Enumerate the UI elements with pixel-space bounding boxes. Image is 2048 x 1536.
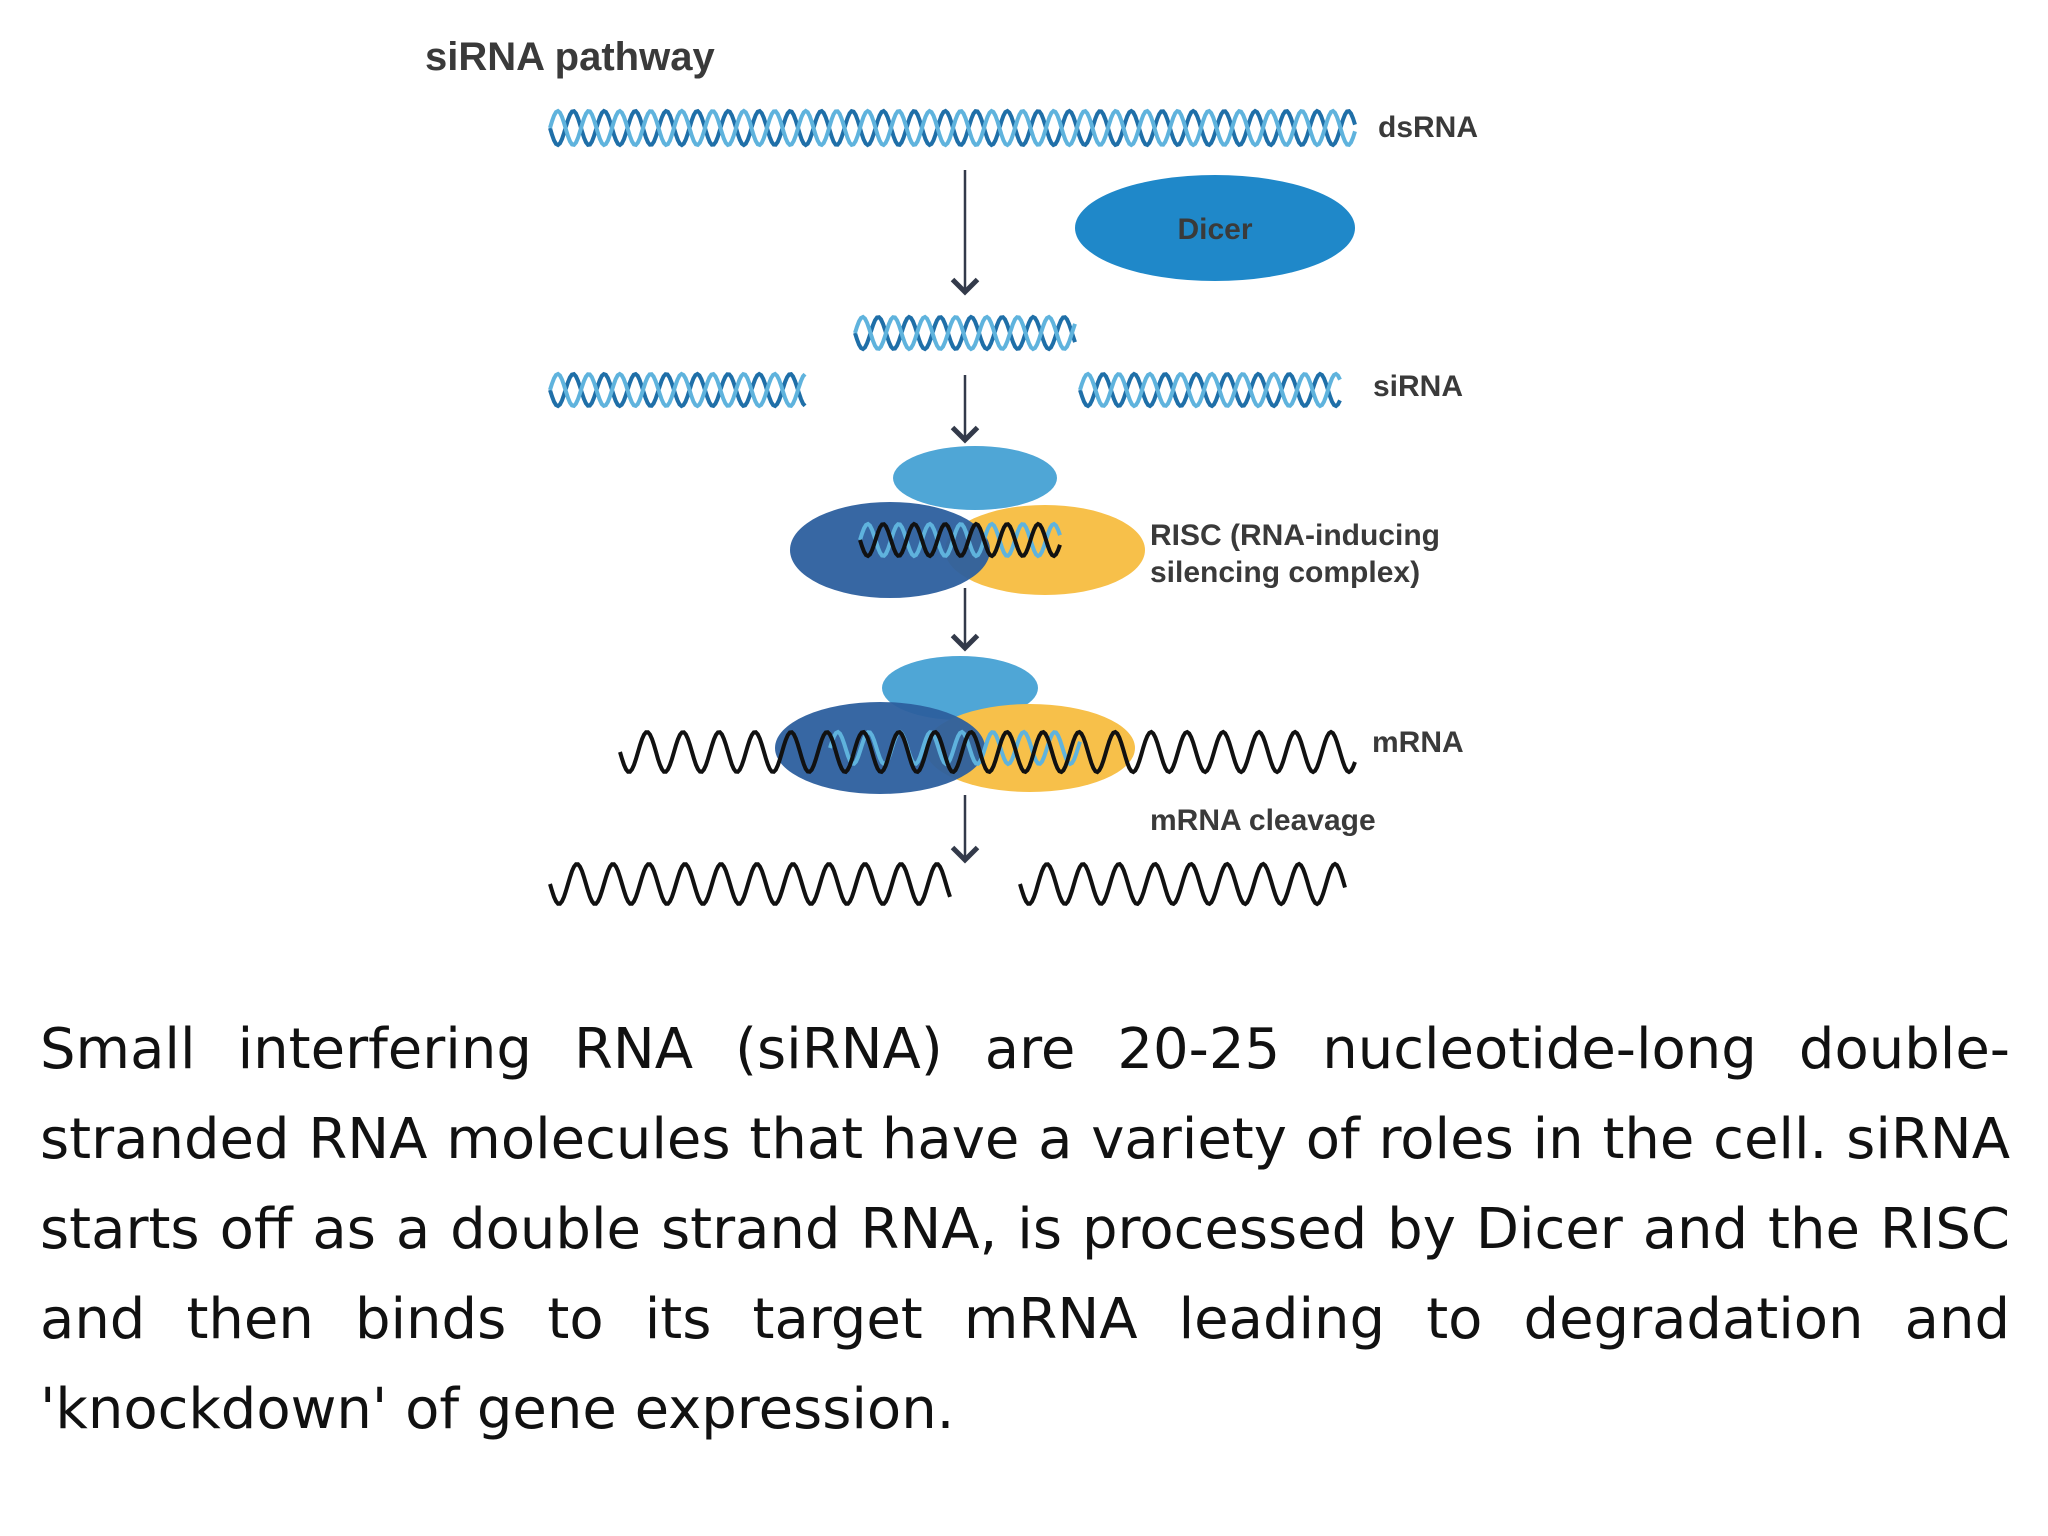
risc-complex	[790, 446, 1145, 598]
sirna-fragment-center	[853, 314, 1077, 352]
risc-bound-mrna	[618, 656, 1357, 794]
label-risc-line2: silencing complex)	[1150, 556, 1420, 589]
sirna-pathway-diagram: siRNA pathway dsRNA Dicer siRNA RISC (RN…	[425, 35, 1478, 907]
risc-sirna-strand	[858, 521, 1062, 559]
risc-guide-strand	[858, 521, 1062, 559]
sirna-fragment-right	[1078, 371, 1342, 409]
caption-paragraph: Small interfering RNA (siRNA) are 20-25 …	[40, 1017, 2010, 1442]
label-mrna-cleavage: mRNA cleavage	[1150, 804, 1376, 837]
diagram-title: siRNA pathway	[425, 35, 715, 79]
dsrna-strand-b	[548, 108, 1357, 148]
label-dicer: Dicer	[1177, 213, 1252, 246]
label-mrna: mRNA	[1372, 726, 1464, 759]
sirna-fragment-left	[548, 371, 807, 409]
cleaved-mrna-left	[548, 862, 952, 906]
label-risc-line1: RISC (RNA-inducing	[1150, 519, 1440, 552]
cleaved-mrna-right	[1018, 861, 1347, 907]
dsrna-helix	[548, 108, 1357, 148]
label-sirna: siRNA	[1373, 370, 1463, 403]
label-dsrna: dsRNA	[1378, 111, 1478, 144]
mrna-strand	[618, 729, 1357, 775]
dicer-enzyme	[1075, 175, 1355, 281]
